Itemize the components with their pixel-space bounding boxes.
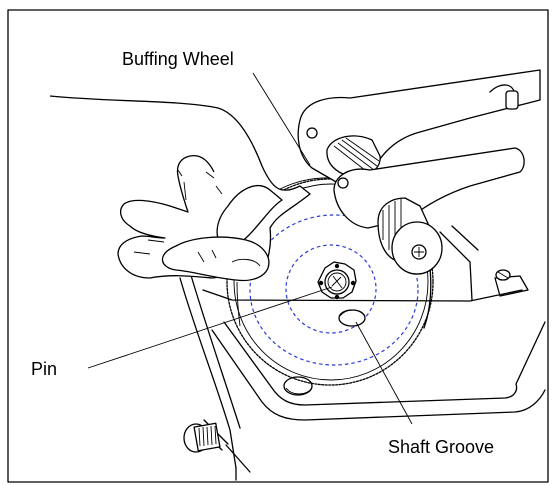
label-buffing-wheel: Buffing Wheel <box>122 49 234 69</box>
leader-line-buffing-wheel <box>252 72 311 166</box>
guide-circle-inner <box>285 244 377 334</box>
knurled-knob <box>183 419 229 453</box>
shaft-groove-part <box>338 309 366 327</box>
adjustment-knob <box>377 197 443 275</box>
machine-housing <box>179 271 546 481</box>
hand <box>49 95 311 282</box>
center-nut <box>317 261 357 300</box>
leader-line-shaft-groove <box>355 321 413 425</box>
guide-circle-outer <box>249 214 419 366</box>
label-pin: Pin <box>31 359 57 379</box>
side-screw <box>494 269 529 297</box>
figure-border <box>7 9 549 483</box>
label-shaft-groove: Shaft Groove <box>388 437 494 457</box>
leader-line-pin <box>87 286 333 369</box>
